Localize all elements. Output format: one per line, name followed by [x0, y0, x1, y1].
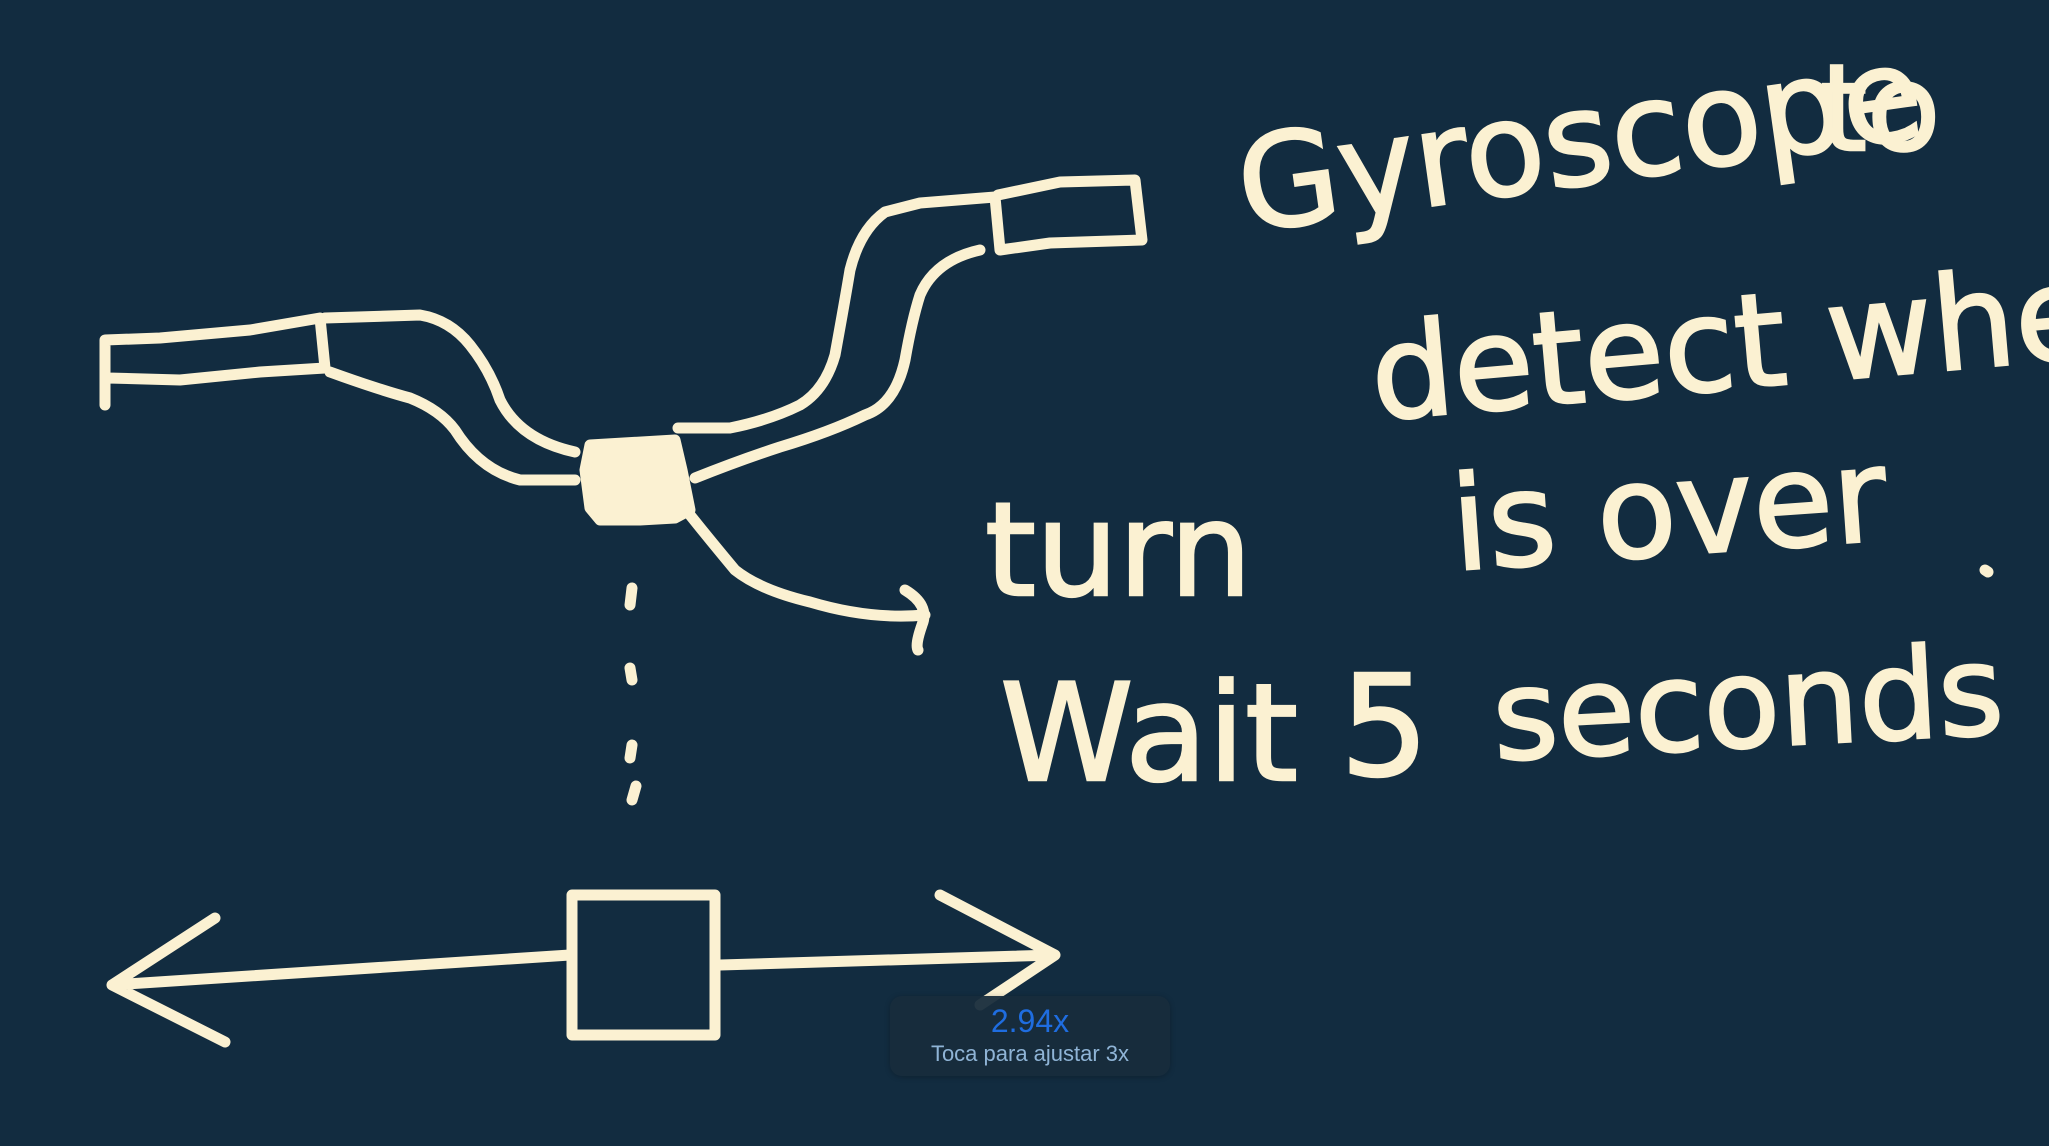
note-seconds: seconds — [1489, 618, 2007, 790]
period-mark — [1979, 564, 1994, 578]
zoom-value: 2.94x — [990, 1003, 1070, 1039]
slider-box — [566, 889, 721, 1041]
handlebar-stem — [579, 434, 696, 526]
slider-arrow — [106, 889, 1061, 1048]
dotted-line — [624, 582, 642, 806]
note-turn: turn — [985, 474, 1252, 626]
note-detect-when: detect when — [1364, 229, 2049, 451]
zoom-hint: Toca para ajustar 3x — [930, 1041, 1130, 1066]
zoom-indicator[interactable]: 2.94x Toca para ajustar 3x — [890, 996, 1170, 1076]
note-is-over: is over — [1447, 419, 1892, 601]
handlebar-left-bar — [319, 309, 581, 486]
handlebar-right-grip — [989, 174, 1148, 256]
turn-arrow — [684, 509, 931, 656]
note-to: to — [1820, 40, 1940, 179]
note-five: 5 — [1340, 646, 1429, 809]
note-wait: Wait — [1000, 655, 1298, 812]
handlebar-right-bar — [672, 191, 1001, 484]
handlebar-left-grip — [99, 312, 331, 411]
